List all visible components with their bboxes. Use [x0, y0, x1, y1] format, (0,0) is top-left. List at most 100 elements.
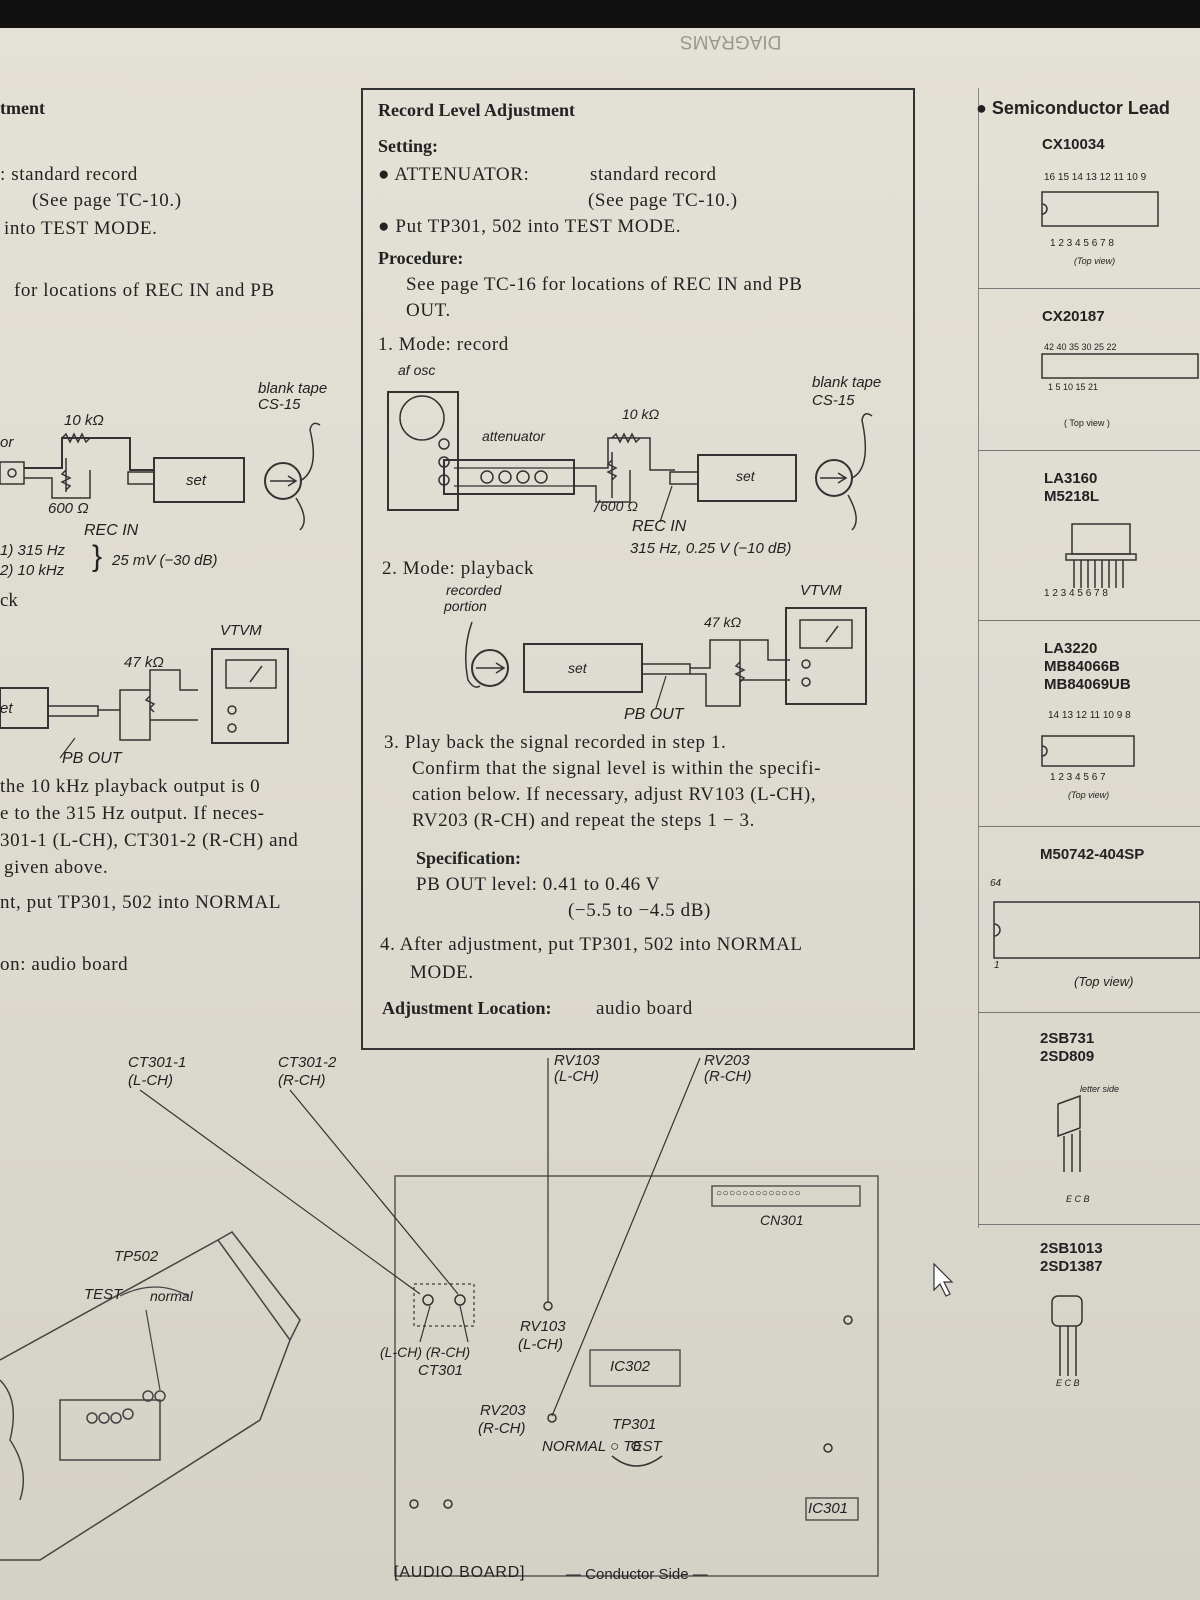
2sd809-label: 2SD809 [1040, 1048, 1095, 1065]
left-cs15: CS-15 [258, 396, 301, 413]
center-rec-level: 315 Hz, 0.25 V (−10 dB) [630, 540, 792, 557]
rv103-inner-label: RV103 [520, 1318, 566, 1335]
adjustment-location-label: Adjustment Location: [382, 998, 552, 1018]
tp301-label: TP301 [612, 1416, 657, 1433]
adjustment-location-value: audio board [596, 998, 693, 1019]
left-setting-line1: : standard record [0, 164, 138, 185]
ic302-label: IC302 [610, 1358, 651, 1375]
cx10034-top-view: (Top view) [1074, 256, 1116, 266]
left-vtvm: VTVM [220, 622, 262, 639]
center-res-10k: 10 kΩ [622, 406, 660, 422]
m50742-label: M50742-404SP [1040, 846, 1145, 863]
step3-line2: Confirm that the signal level is within … [412, 758, 822, 779]
step3-line4: RV203 (R-CH) and repeat the steps 1 − 3. [412, 810, 755, 831]
right-divider-3 [978, 620, 1200, 621]
left-freq1: 1) 315 Hz [0, 542, 66, 559]
m50742-top-view: (Top view) [1074, 974, 1134, 989]
left-setting-line3: into TEST MODE. [4, 218, 158, 239]
portion-label: portion [444, 598, 487, 614]
left-body3: 301-1 (L-CH), CT301-2 (R-CH) and [0, 830, 299, 851]
center-rec-in: REC IN [632, 518, 687, 535]
cn301-label: CN301 [760, 1212, 804, 1228]
left-brace: } [92, 540, 103, 573]
m50742-pin-64: 64 [990, 878, 1002, 889]
cx20187-top-view: ( Top view ) [1064, 418, 1110, 428]
ecb-pins-1: E C B [1066, 1194, 1090, 1204]
mb84069ub-label: MB84069UB [1044, 676, 1131, 693]
center-vtvm: VTVM [800, 582, 842, 599]
center-cs15: CS-15 [812, 392, 855, 409]
right-divider-2 [978, 450, 1200, 451]
left-set: set [186, 472, 207, 489]
rv203-inner-label: RV203 [480, 1402, 526, 1419]
rv103-channel: (L-CH) [554, 1068, 599, 1085]
left-res-600: 600 Ω [48, 500, 89, 517]
procedure-line2: OUT. [406, 300, 451, 321]
attenuator-label: attenuator [482, 428, 546, 444]
center-set1: set [736, 468, 755, 484]
ecb-pins-2: E C B [1056, 1378, 1080, 1388]
rv203-inner-channel: (R-CH) [478, 1420, 526, 1437]
2sb1013-label: 2SB1013 [1040, 1240, 1103, 1257]
step1: 1. Mode: record [378, 334, 509, 355]
left-record-diagram [0, 422, 321, 531]
left-pb-out: PB OUT [62, 750, 122, 767]
ct301-1-channel: (L-CH) [128, 1072, 173, 1089]
left-set-fragment: et [0, 700, 13, 717]
setting-head: Setting: [378, 136, 438, 156]
record-level-title: Record Level Adjustment [378, 100, 575, 120]
step3-line3: cation below. If necessary, adjust RV103… [412, 784, 817, 805]
bullet-attenuator-ref: (See page TC-10.) [588, 190, 738, 211]
right-column-divider [978, 88, 979, 1228]
left-board-perspective [0, 1231, 301, 1561]
center-res-600: 600 Ω [600, 498, 638, 514]
left-playback-diagram [0, 648, 289, 759]
rv103-inner-channel: (L-CH) [518, 1336, 563, 1353]
bullet-test-mode: ● Put TP301, 502 into TEST MODE. [378, 216, 682, 237]
cx10034-label: CX10034 [1042, 136, 1105, 153]
la3220-pins-top: 14 13 12 11 10 9 8 [1048, 710, 1131, 721]
tp502-label: TP502 [114, 1248, 159, 1265]
cx20187-pins-top: 42 40 35 30 25 22 [1044, 342, 1117, 352]
left-body5: nt, put TP301, 502 into NORMAL [0, 892, 282, 913]
af-osc-label: af osc [398, 362, 436, 378]
spec-line1: PB OUT level: 0.41 to 0.46 V [416, 874, 661, 895]
la3220-pins-bottom: 1 2 3 4 5 6 7 [1050, 772, 1106, 783]
semiconductor-lead-heading: ● Semiconductor Lead [976, 98, 1170, 118]
audio-board-caption: [AUDIO BOARD] [394, 1564, 526, 1581]
left-body4: given above. [4, 857, 109, 878]
right-divider-5 [978, 1012, 1200, 1013]
ct301-2-label: CT301-2 [278, 1054, 337, 1071]
left-res-47k: 47 kΩ [124, 654, 164, 671]
recorded-label: recorded [446, 582, 502, 598]
spec-line2: (−5.5 to −4.5 dB) [568, 900, 711, 921]
la3160-pins: 1 2 3 4 5 6 7 8 [1044, 588, 1108, 599]
la3220-label: LA3220 [1044, 640, 1098, 657]
bullet-attenuator-value: standard record [590, 164, 717, 185]
center-set2: set [568, 660, 587, 676]
center-playback-diagram [465, 607, 867, 709]
left-res-10k: 10 kΩ [64, 412, 104, 429]
step3-line1: 3. Play back the signal recorded in step… [384, 732, 727, 753]
center-blank-tape: blank tape [812, 374, 882, 391]
top-bezel [0, 0, 1200, 28]
document-page [0, 28, 1200, 1600]
center-record-diagram [387, 391, 873, 531]
left-playback-fragment: ck [0, 590, 18, 611]
ct301-1-label: CT301-1 [128, 1054, 187, 1071]
left-procedure-line: for locations of REC IN and PB [14, 280, 275, 301]
conductor-side-caption: — Conductor Side — [566, 1566, 708, 1583]
left-body2: e to the 315 Hz output. If neces- [0, 803, 265, 824]
letter-side-label: letter side [1080, 1084, 1120, 1094]
cx10034-pins-top: 16 15 14 13 12 11 10 9 [1044, 172, 1147, 183]
m50742-pin-1: 1 [994, 960, 1000, 971]
step4-line2: MODE. [410, 962, 474, 983]
ic301-label: IC301 [808, 1500, 849, 1517]
left-body1: the 10 kHz playback output is 0 [0, 776, 261, 797]
center-res-47k: 47 kΩ [704, 614, 742, 630]
left-freq2: 2) 10 kHz [0, 562, 65, 579]
left-rec-in: REC IN [84, 522, 139, 539]
2sb731-label: 2SB731 [1040, 1030, 1095, 1047]
audio-board-drawing [139, 1057, 879, 1577]
mirrored-header: DIAGRAMS [680, 31, 782, 52]
